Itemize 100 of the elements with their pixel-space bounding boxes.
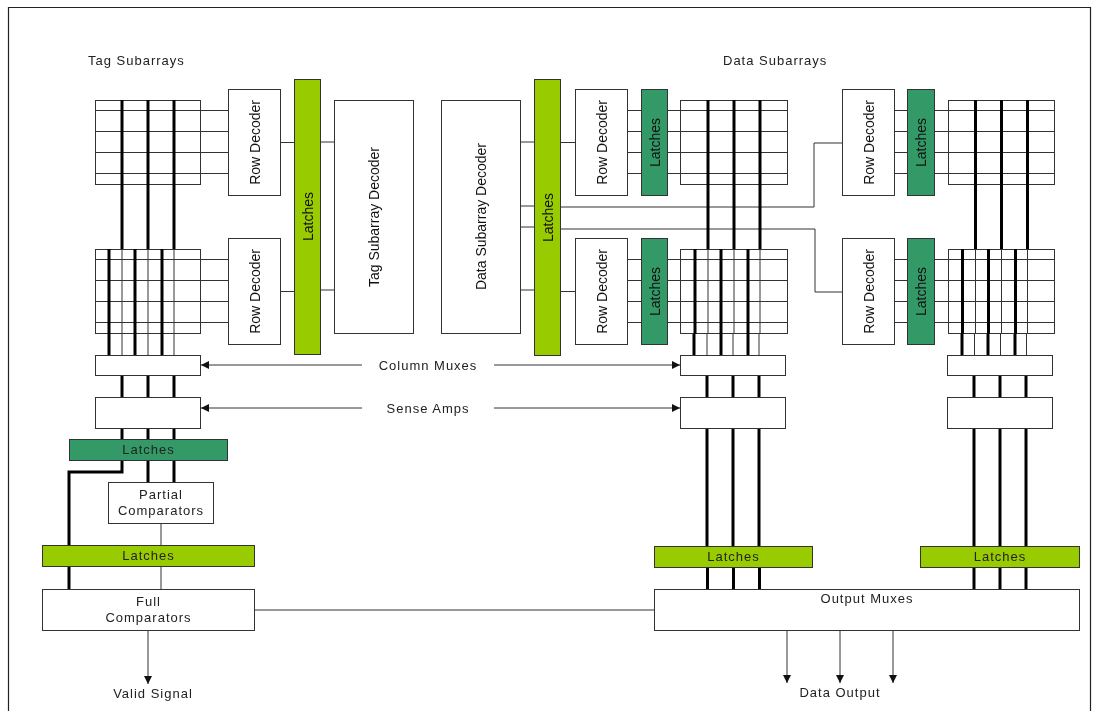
bus-line — [1024, 429, 1028, 546]
signal-line — [560, 142, 843, 208]
bus-line — [1024, 376, 1028, 397]
signal-line — [254, 609, 655, 611]
decoder-box — [575, 238, 628, 345]
latch-bar — [907, 89, 935, 196]
arrow — [200, 404, 363, 412]
bus-line — [172, 461, 176, 482]
bus-line — [1000, 185, 1003, 249]
decoder-label: Row Decoder — [246, 100, 263, 185]
decoder-box — [842, 89, 895, 196]
bus-line — [960, 334, 964, 355]
latch-label: Latches — [122, 548, 175, 564]
latch-bar — [654, 546, 813, 568]
output-mux-label: Output Muxes — [820, 591, 914, 607]
comparator-label: Partial Comparators — [116, 487, 206, 519]
signal-line — [200, 131, 229, 132]
signal-line — [894, 259, 908, 260]
signal-line — [894, 280, 908, 281]
signal-line — [200, 259, 229, 260]
signal-line — [934, 131, 949, 132]
latch-bar — [907, 238, 935, 345]
signal-line — [894, 131, 908, 132]
arrow — [836, 630, 844, 684]
bus-line — [998, 429, 1002, 546]
signal-line — [520, 141, 535, 143]
section-label: Column Muxes — [362, 356, 494, 374]
signal-line — [627, 322, 642, 323]
latch-bar — [294, 79, 321, 355]
signal-line — [121, 333, 123, 356]
bus-line — [998, 568, 1002, 589]
signal-line — [200, 301, 229, 302]
column-mux-box — [680, 355, 786, 376]
bus-line — [133, 334, 137, 355]
bus-line — [998, 376, 1002, 397]
bus-line — [1026, 185, 1029, 249]
bus-line — [172, 185, 176, 249]
signal-line — [934, 322, 949, 323]
signal-line — [667, 131, 681, 132]
signal-line — [894, 173, 908, 174]
bus-line — [986, 334, 990, 355]
arrow — [493, 404, 681, 412]
signal-line — [1026, 333, 1027, 356]
signal-line — [160, 523, 162, 546]
section-heading: Tag Subarrays — [88, 53, 185, 68]
latch-label: Latches — [646, 266, 663, 316]
bus-line — [1024, 568, 1028, 589]
arrow — [493, 361, 681, 369]
bus-line — [732, 568, 735, 589]
signal-line — [894, 110, 908, 111]
signal-line — [934, 280, 949, 281]
latch-bar — [42, 545, 255, 567]
signal-line — [520, 205, 535, 207]
bus-line — [757, 429, 761, 546]
signal-line — [667, 152, 681, 153]
signal-line — [627, 301, 642, 302]
signal-line — [160, 566, 162, 590]
memory-array-grid — [95, 249, 201, 334]
signal-line — [667, 259, 681, 260]
signal-line — [667, 322, 681, 323]
bus-line — [160, 334, 164, 355]
latch-bar — [69, 439, 228, 461]
signal-line — [200, 152, 229, 153]
bus-line — [67, 461, 124, 545]
signal-line — [934, 110, 949, 111]
bus-line — [172, 376, 176, 397]
bus-line — [731, 376, 735, 397]
latch-label: Latches — [707, 549, 760, 565]
decoder-label: Row Decoder — [593, 249, 610, 334]
output-label: Data Output — [785, 683, 895, 701]
section-label: Sense Amps — [362, 399, 494, 417]
latch-bar — [641, 238, 668, 345]
signal-line — [706, 333, 708, 356]
bus-line — [758, 185, 762, 249]
column-mux-box — [95, 355, 201, 376]
decoder-box — [575, 89, 628, 196]
bus-line — [719, 334, 723, 355]
bus-line — [692, 334, 696, 355]
signal-line — [667, 280, 681, 281]
column-mux-box — [947, 355, 1053, 376]
bus-line — [972, 376, 976, 397]
signal-line — [560, 291, 576, 292]
bus-line — [974, 185, 977, 249]
bus-line — [705, 429, 709, 546]
latch-label: Latches — [913, 117, 929, 167]
signal-line — [974, 333, 975, 356]
bus-line — [172, 429, 176, 439]
bus-line — [1013, 334, 1017, 355]
decoder-label: Row Decoder — [860, 249, 877, 334]
signal-line — [627, 152, 642, 153]
signal-line — [627, 280, 642, 281]
decoder-box — [334, 100, 414, 334]
decoder-label: Tag Subarray Decoder — [366, 146, 382, 288]
bus-line — [706, 568, 709, 589]
bus-line — [732, 185, 736, 249]
decoder-label: Row Decoder — [593, 100, 610, 185]
arrow — [200, 361, 363, 369]
sense-amp-box — [95, 397, 201, 429]
latch-label: Latches — [539, 192, 556, 242]
signal-line — [560, 142, 576, 143]
